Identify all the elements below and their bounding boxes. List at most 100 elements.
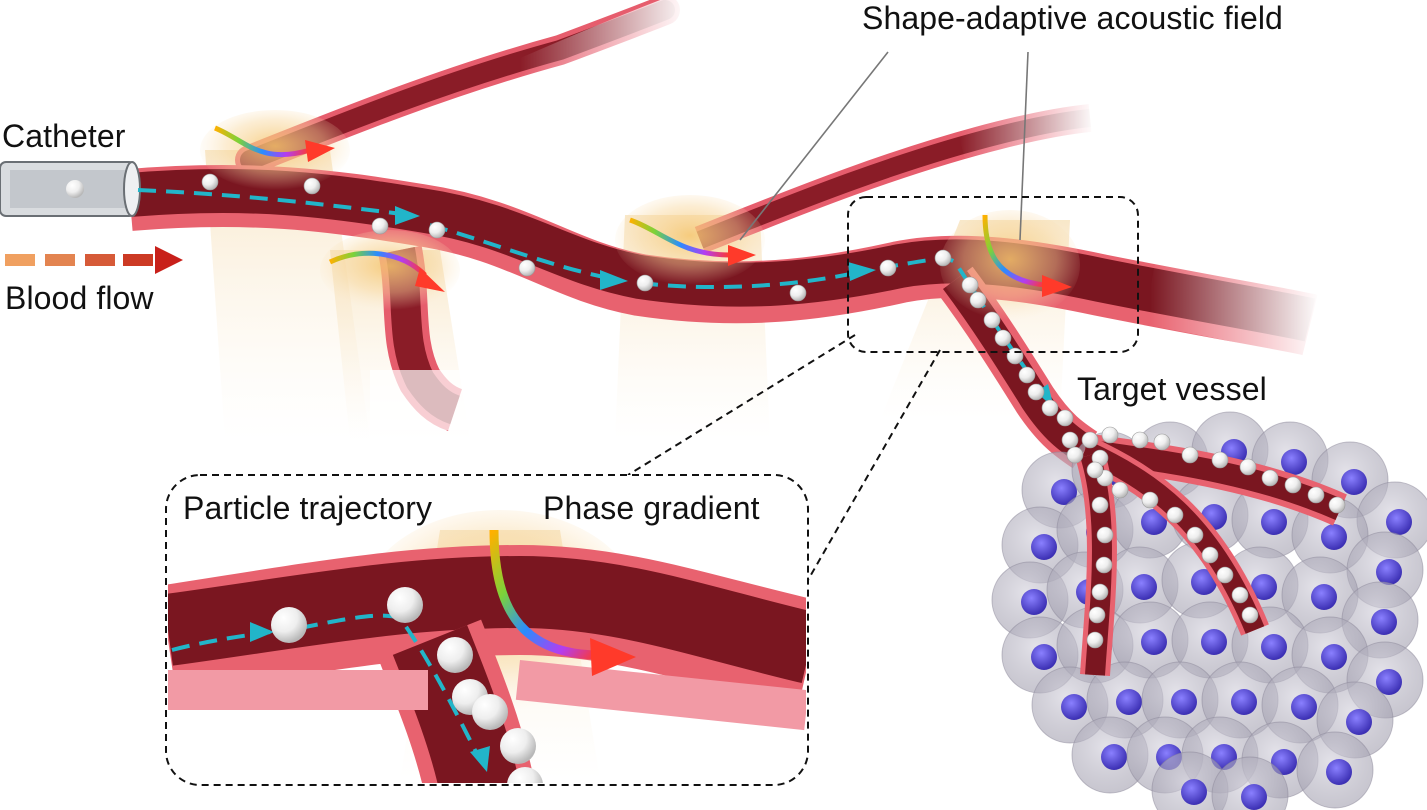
tumor-nucleus	[1321, 644, 1347, 670]
white-sphere-icon	[1307, 486, 1325, 504]
white-sphere-icon	[1018, 366, 1036, 384]
white-sphere-icon	[1066, 446, 1084, 464]
white-sphere-icon	[518, 259, 536, 277]
blood-flow-label: Blood flow	[5, 280, 154, 316]
white-sphere-icon	[879, 259, 897, 277]
white-sphere-icon	[1061, 431, 1079, 449]
white-sphere-icon	[428, 221, 446, 239]
tumor-nucleus	[1261, 634, 1287, 660]
white-sphere-icon	[934, 249, 952, 267]
tumor-cell	[1211, 756, 1289, 810]
arrow-head	[305, 140, 335, 162]
white-sphere-icon	[1131, 431, 1149, 449]
tumor-nucleus	[1031, 534, 1057, 560]
white-sphere-icon	[371, 217, 389, 235]
white-sphere-icon	[1211, 451, 1229, 469]
white-sphere-icon	[1284, 476, 1302, 494]
white-sphere-icon	[1186, 526, 1204, 544]
white-sphere-icon	[636, 274, 654, 292]
tumor-nucleus	[1241, 784, 1267, 810]
white-sphere-icon	[983, 311, 1001, 329]
tumor-nucleus	[1281, 449, 1307, 475]
white-sphere-icon	[1111, 481, 1129, 499]
inset-panel	[165, 474, 809, 786]
tumor-nucleus	[1386, 509, 1412, 535]
white-sphere-icon	[201, 173, 219, 191]
tumor-nucleus	[1051, 479, 1077, 505]
tumor-nucleus	[1371, 609, 1397, 635]
tumor-nucleus	[1376, 559, 1402, 585]
white-sphere-icon	[1166, 506, 1184, 524]
main-vessel	[127, 164, 1328, 360]
tumor-nucleus	[1251, 574, 1277, 600]
white-sphere-icon	[1153, 433, 1171, 451]
rainbow-curved-arrow-icon	[328, 250, 427, 277]
shape-adaptive-field-label: Shape-adaptive acoustic field	[862, 0, 1283, 36]
white-sphere-icon	[1101, 426, 1119, 444]
tumor-nucleus	[1201, 629, 1227, 655]
white-sphere-icon	[1091, 583, 1109, 601]
white-sphere-icon	[1056, 409, 1074, 427]
tumor-nucleus	[1261, 509, 1287, 535]
target-vessel-label: Target vessel	[1077, 371, 1267, 407]
catheter-label: Catheter	[2, 118, 126, 154]
tumor-nucleus	[1341, 469, 1367, 495]
white-sphere-icon	[789, 284, 807, 302]
white-sphere-icon	[1086, 631, 1104, 649]
tumor-nucleus	[1376, 669, 1402, 695]
rainbow-curved-arrow-icon	[489, 529, 601, 660]
white-sphere-icon	[1328, 496, 1346, 514]
zoom-region-box	[627, 196, 1139, 581]
mid-branch-vessel	[694, 99, 1097, 253]
tumor-nucleus	[1141, 509, 1167, 535]
particles-main	[201, 173, 1346, 649]
rainbow-curved-arrow-icon	[214, 125, 311, 158]
blood-flow-arrow	[5, 246, 183, 274]
arrow-head	[1042, 275, 1072, 297]
rainbow-curved-arrow-icon	[982, 214, 1046, 288]
white-sphere-icon	[303, 177, 321, 195]
white-sphere-icon	[1241, 606, 1259, 624]
tumor-nucleus	[1171, 689, 1197, 715]
tumor-nucleus	[1231, 689, 1257, 715]
white-sphere-icon	[1239, 458, 1257, 476]
tumor-nucleus	[1321, 524, 1347, 550]
white-sphere-icon	[961, 276, 979, 294]
tumor-nucleus	[1031, 644, 1057, 670]
white-sphere-icon	[1006, 347, 1024, 365]
tumor-nucleus	[1311, 584, 1337, 610]
arrow-head	[415, 268, 445, 292]
tumor-nucleus	[1181, 779, 1207, 805]
white-sphere-icon	[1041, 399, 1059, 417]
rainbow-curved-arrow-icon	[629, 217, 731, 258]
arrow-head	[590, 638, 636, 676]
white-sphere-icon	[1231, 586, 1249, 604]
white-sphere-icon	[1181, 446, 1199, 464]
catheter-icon	[0, 161, 141, 217]
white-sphere-icon	[1027, 383, 1045, 401]
phase-arrows	[214, 125, 1072, 297]
tumor-nucleus	[1141, 629, 1167, 655]
white-sphere-icon	[1201, 546, 1219, 564]
tumor-nucleus	[1101, 744, 1127, 770]
white-sphere-icon	[1261, 469, 1279, 487]
white-sphere-icon	[1141, 491, 1159, 509]
white-sphere-icon	[1091, 496, 1109, 514]
tumor-nucleus	[1116, 689, 1142, 715]
tumor-nucleus	[1346, 709, 1372, 735]
white-sphere-icon	[1095, 556, 1113, 574]
white-sphere-icon	[969, 291, 987, 309]
particle-trajectory-main	[137, 188, 1054, 408]
white-sphere-icon	[1086, 461, 1104, 479]
phase-gradient-label: Phase gradient	[543, 490, 760, 526]
white-sphere-icon	[1088, 606, 1106, 624]
white-sphere-icon	[1216, 566, 1234, 584]
white-sphere-icon	[994, 329, 1012, 347]
tumor-nucleus	[1191, 569, 1217, 595]
tumor-nucleus	[1326, 759, 1352, 785]
white-sphere-icon	[1081, 431, 1099, 449]
white-sphere-icon	[1096, 526, 1114, 544]
tumor-nucleus	[1021, 589, 1047, 615]
tumor-nucleus	[1291, 694, 1317, 720]
particle-trajectory-label: Particle trajectory	[183, 490, 433, 526]
